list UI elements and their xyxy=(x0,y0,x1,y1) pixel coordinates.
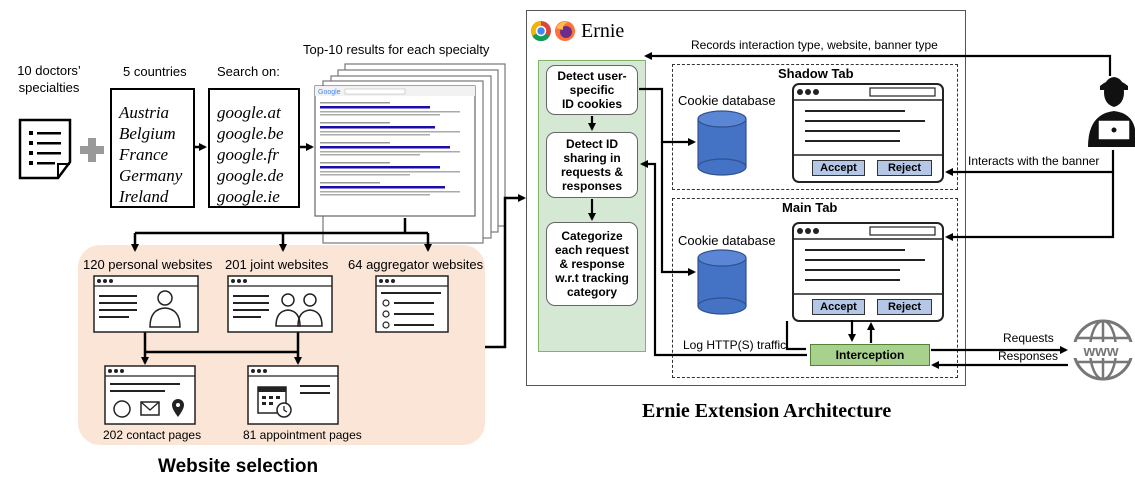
step-line: sharing in xyxy=(563,151,621,165)
step-line: w.r.t tracking xyxy=(555,271,629,285)
search-engine-item: google.be xyxy=(217,124,284,143)
step-line: requests & xyxy=(560,165,624,179)
countries-label: 5 countries xyxy=(123,64,187,79)
search-engine-item: google.at xyxy=(217,103,281,122)
interception-box: Interception xyxy=(810,344,930,366)
step-line: ID cookies xyxy=(561,97,622,111)
svg-text:www: www xyxy=(1082,343,1118,360)
contact-pages-label: 202 contact pages xyxy=(103,428,202,442)
shadow-accept-button[interactable]: Accept xyxy=(812,160,865,176)
step-detect-sharing: Detect ID sharing in requests & response… xyxy=(546,132,638,198)
step-line: responses xyxy=(561,179,623,193)
appointment-pages-label: 81 appointment pages xyxy=(243,428,362,442)
specialties-line1: 10 doctors’ xyxy=(17,63,81,78)
main-reject-button[interactable]: Reject xyxy=(877,299,932,315)
shadow-tab-title: Shadow Tab xyxy=(778,66,854,81)
search-label: Search on: xyxy=(217,64,280,79)
ernie-title: Ernie xyxy=(581,20,625,42)
step-line: specific xyxy=(569,83,615,97)
shadow-reject-button[interactable]: Reject xyxy=(877,160,932,176)
country-item: Belgium xyxy=(119,124,176,143)
responses-label: Responses xyxy=(998,349,1059,363)
joint-websites-label: 201 joint websites xyxy=(225,257,329,272)
step-line: Detect ID xyxy=(565,137,618,151)
country-item: Ireland xyxy=(119,187,169,206)
aggregator-websites-label: 64 aggregator websites xyxy=(348,257,484,272)
svg-text:Google: Google xyxy=(318,89,341,96)
country-item: France xyxy=(119,145,169,164)
search-engine-item: google.de xyxy=(217,166,284,185)
cookie-db-label-main: Cookie database xyxy=(678,233,776,248)
step-detect-cookies: Detect user- specific ID cookies xyxy=(546,65,638,115)
step-line: category xyxy=(566,285,617,299)
interacts-label: Interacts with the banner xyxy=(968,154,1100,168)
search-engine-item: google.fr xyxy=(217,145,279,164)
main-accept-button[interactable]: Accept xyxy=(812,299,865,315)
step-line: & response xyxy=(559,257,625,271)
step-line: each request xyxy=(554,243,630,257)
log-traffic-label: Log HTTP(S) traffic xyxy=(683,338,787,352)
step-categorize: Categorize each request & response w.r.t… xyxy=(546,222,638,306)
countries-box: Austria Belgium France Germany Ireland xyxy=(110,88,195,208)
personal-websites-label: 120 personal websites xyxy=(83,257,213,272)
website-selection-caption: Website selection xyxy=(158,456,319,477)
country-item: Austria xyxy=(119,103,170,122)
step-line: Detect user- xyxy=(557,69,627,83)
main-tab-title: Main Tab xyxy=(782,200,838,215)
requests-label: Requests xyxy=(1003,331,1054,345)
specialties-label: 10 doctors’ specialties xyxy=(4,62,94,96)
search-engine-item: google.ie xyxy=(217,187,280,206)
step-line: Categorize xyxy=(561,229,623,243)
country-item: Germany xyxy=(119,166,183,185)
specialties-line2: specialties xyxy=(18,80,80,95)
search-engines-box: google.at google.be google.fr google.de … xyxy=(208,88,300,208)
selection-background xyxy=(78,245,485,445)
cookie-db-label-shadow: Cookie database xyxy=(678,93,776,108)
records-label: Records interaction type, website, banne… xyxy=(691,38,938,52)
ernie-caption: Ernie Extension Architecture xyxy=(642,400,892,422)
results-label: Top-10 results for each specialty xyxy=(303,42,490,57)
